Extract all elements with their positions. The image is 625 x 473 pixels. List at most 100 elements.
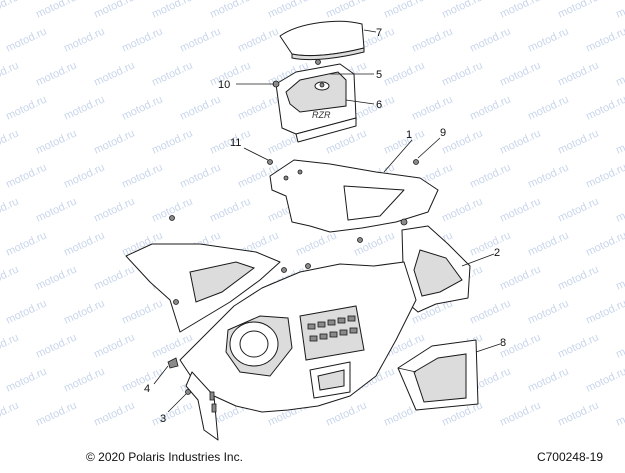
watermark-text: motod.ru xyxy=(556,195,600,224)
callout-4: 4 xyxy=(144,383,150,395)
watermark-text: motod.ru xyxy=(440,59,484,88)
watermark-text: motod.ru xyxy=(526,297,570,326)
watermark-text: motod.ru xyxy=(92,127,136,156)
watermark-text: motod.ru xyxy=(526,25,570,54)
callout-3: 3 xyxy=(160,413,166,425)
watermark-text: motod.ru xyxy=(614,331,625,360)
watermark-text: motod.ru xyxy=(352,93,396,122)
watermark-text: motod.ru xyxy=(526,93,570,122)
part-6-storage-bin: RZR xyxy=(275,63,357,143)
watermark-text: motod.ru xyxy=(178,161,222,190)
watermark-text: motod.ru xyxy=(382,0,426,21)
watermark-text: motod.ru xyxy=(526,365,570,394)
watermark-text: motod.ru xyxy=(266,0,310,21)
watermark-text: motod.ru xyxy=(208,195,252,224)
watermark-text: motod.ru xyxy=(178,25,222,54)
watermark-text: motod.ru xyxy=(4,25,48,54)
watermark-text: motod.ru xyxy=(352,229,396,258)
watermark-text: motod.ru xyxy=(498,59,542,88)
watermark-text: motod.ru xyxy=(4,93,48,122)
watermark-text: motod.ru xyxy=(468,229,512,258)
callout-labels: 7 5 6 10 11 1 9 2 8 4 3 xyxy=(144,27,506,425)
watermark-text: motod.ru xyxy=(0,331,21,360)
watermark-text: motod.ru xyxy=(62,93,106,122)
watermark-text: motod.ru xyxy=(120,93,164,122)
watermark-text: motod.ru xyxy=(382,127,426,156)
watermark-text: motod.ru xyxy=(498,127,542,156)
part-2-right-side-panel xyxy=(400,218,471,313)
watermark-text: motod.ru xyxy=(468,93,512,122)
watermark-text: motod.ru xyxy=(556,0,600,21)
watermark-text: motod.ru xyxy=(0,263,21,292)
watermark-text: motod.ru xyxy=(410,93,454,122)
watermark-text: motod.ru xyxy=(92,263,136,292)
watermark-text: motod.ru xyxy=(468,25,512,54)
watermark-text: motod.ru xyxy=(556,127,600,156)
watermark-text: motod.ru xyxy=(614,263,625,292)
watermark-text: motod.ru xyxy=(556,263,600,292)
watermark-text: motod.ru xyxy=(614,59,625,88)
watermark-text: motod.ru xyxy=(498,399,542,428)
watermark-text: motod.ru xyxy=(324,399,368,428)
watermark-text: motod.ru xyxy=(236,93,280,122)
drawing-code: C700248-19 xyxy=(536,450,603,464)
watermark-text: motod.ru xyxy=(584,365,625,394)
callout-9: 9 xyxy=(440,127,446,139)
watermark-text: motod.ru xyxy=(178,93,222,122)
watermark-text: motod.ru xyxy=(410,25,454,54)
watermark-text: motod.ru xyxy=(4,365,48,394)
part-8-trim-bezel xyxy=(397,339,479,411)
watermark-text: motod.ru xyxy=(614,0,625,21)
watermark-text: motod.ru xyxy=(584,93,625,122)
part-11-screw xyxy=(267,159,273,165)
watermark-text: motod.ru xyxy=(526,229,570,258)
watermark-text: motod.ru xyxy=(34,0,78,21)
watermark-text: motod.ru xyxy=(584,297,625,326)
watermark-text: motod.ru xyxy=(526,161,570,190)
watermark-text: motod.ru xyxy=(0,59,21,88)
callout-11: 11 xyxy=(230,137,241,149)
watermark-text: motod.ru xyxy=(468,297,512,326)
callout-6: 6 xyxy=(376,99,382,111)
watermark-text: motod.ru xyxy=(150,127,194,156)
watermark-text: motod.ru xyxy=(0,127,21,156)
watermark-text: motod.ru xyxy=(440,195,484,224)
part-1-upper-dash-panel xyxy=(269,159,439,233)
part-9-screw xyxy=(413,159,419,165)
watermark-text: motod.ru xyxy=(34,399,78,428)
watermark-text: motod.ru xyxy=(34,59,78,88)
svg-text:RZR: RZR xyxy=(312,110,331,120)
watermark-text: motod.ru xyxy=(236,25,280,54)
watermark-text: motod.ru xyxy=(62,365,106,394)
watermark-text: motod.ru xyxy=(4,161,48,190)
leader-lines xyxy=(153,29,501,413)
watermark-text: motod.ru xyxy=(440,0,484,21)
watermark-text: motod.ru xyxy=(92,195,136,224)
watermark-text: motod.ru xyxy=(556,59,600,88)
watermark-text: motod.ru xyxy=(614,399,625,428)
watermark-text: motod.ru xyxy=(120,297,164,326)
part-4-clip xyxy=(167,357,179,369)
watermark-text: motod.ru xyxy=(0,0,21,21)
watermark-text: motod.ru xyxy=(92,331,136,360)
watermark-text: motod.ru xyxy=(62,297,106,326)
watermark-text: motod.ru xyxy=(294,229,338,258)
watermark-text: motod.ru xyxy=(34,263,78,292)
main-dash-body xyxy=(179,237,417,413)
watermark-text: motod.ru xyxy=(150,59,194,88)
watermark-text: motod.ru xyxy=(92,59,136,88)
watermark-text: motod.ru xyxy=(498,0,542,21)
part-3-screw xyxy=(185,389,191,395)
switch-bank xyxy=(307,315,358,342)
watermark-text: motod.ru xyxy=(556,331,600,360)
watermark-text: motod.ru xyxy=(324,0,368,21)
watermark-text: motod.ru xyxy=(62,161,106,190)
watermark-text: motod.ru xyxy=(34,127,78,156)
watermark-text: motod.ru xyxy=(584,161,625,190)
callout-5: 5 xyxy=(376,69,382,81)
watermark-text: motod.ru xyxy=(4,297,48,326)
copyright-text: © 2020 Polaris Industries Inc. xyxy=(86,450,243,464)
watermark-text: motod.ru xyxy=(120,25,164,54)
watermark-text: motod.ru xyxy=(92,0,136,21)
watermark-text: motod.ru xyxy=(0,399,21,428)
